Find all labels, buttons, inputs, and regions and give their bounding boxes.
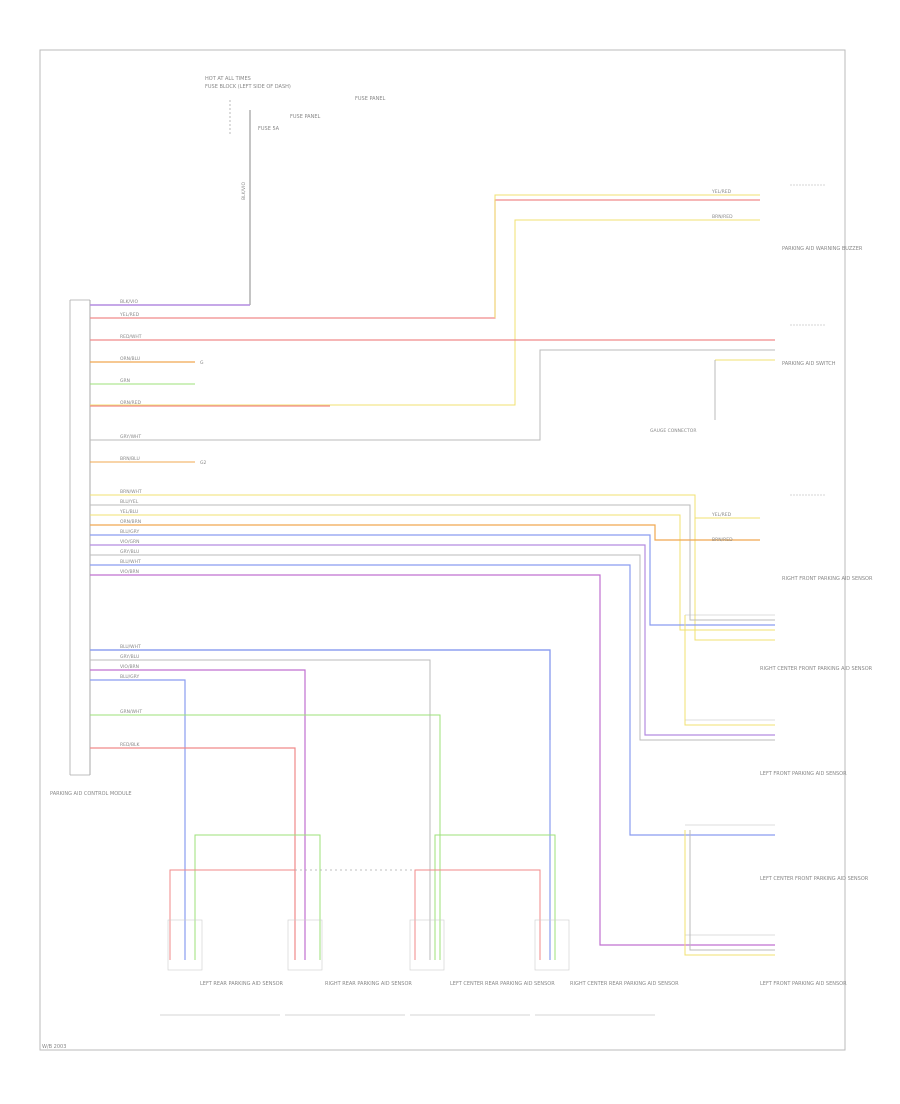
wire-front-1 xyxy=(90,494,775,641)
switch-label: PARKING AID SWITCH xyxy=(782,361,836,367)
warning-buzzer-label: PARKING AID WARNING BUZZER xyxy=(782,246,863,252)
wire-rear-green-loop xyxy=(194,834,321,960)
wire-rear-2 xyxy=(90,659,431,960)
front-right-sensor-wire-label-1: YEL/RED xyxy=(711,512,732,518)
fuse-panel-right-label: FUSE PANEL xyxy=(355,96,385,102)
rear-bus-label-5: GRN/WHT xyxy=(120,709,142,715)
fuse-block-label: FUSE BLOCK (LEFT SIDE OF DASH) xyxy=(205,84,291,90)
sensor-right-rear-connector xyxy=(287,919,323,971)
wire-green-short-label: GRN xyxy=(120,378,130,384)
front-bus-label-1: BRN/WHT xyxy=(120,489,142,495)
sensor-center-left-label: LEFT CENTER REAR PARKING AID SENSOR xyxy=(450,981,555,987)
wire-brown-buzzer xyxy=(90,219,760,406)
front-bus-label-4: ORN/BRN xyxy=(120,519,141,525)
wire-brown-short-label: BRN/BLU xyxy=(120,456,140,462)
front-bus-label-3: YEL/BLU xyxy=(119,509,138,515)
front-bus-label-5: BLU/GRY xyxy=(120,529,140,535)
wire-front-3 xyxy=(90,514,775,631)
gnd-g2-label: G2 xyxy=(200,460,206,466)
front-bus-label-6: VIO/GRN xyxy=(120,539,139,545)
fuse-panel-label: FUSE PANEL xyxy=(290,114,320,120)
front-bus-label-8: BLU/WHT xyxy=(120,559,141,565)
wire-red-switch-label: RED/WHT xyxy=(120,334,142,340)
wire-front-9 xyxy=(90,574,775,946)
wire-center-l-gray xyxy=(689,830,775,951)
rear-bus-label-6: RED/BLK xyxy=(120,742,141,748)
front-center-right-label: RIGHT CENTER FRONT PARKING AID SENSOR xyxy=(760,666,873,672)
buzzer-wire-label-2: BRN/RED xyxy=(712,214,733,220)
wire-rear-red-loop-2 xyxy=(414,869,541,960)
wire-center-l-yellow xyxy=(684,830,775,956)
sensor-center-right-label: RIGHT CENTER REAR PARKING AID SENSOR xyxy=(570,981,679,987)
rear-bus-label-1: BLU/WHT xyxy=(120,644,141,650)
power-feed-wire-label: BLK/VIO xyxy=(241,182,247,200)
gnd-g-label: G xyxy=(200,360,204,366)
front-bus-label-9: VIO/BRN xyxy=(120,569,139,575)
wire-front-6 xyxy=(90,544,775,736)
diagram-frame xyxy=(39,49,846,1051)
wire-front-2 xyxy=(90,504,775,621)
sensor-left-rear-connector xyxy=(167,919,203,971)
wire-gray-switch xyxy=(90,349,775,441)
wire-rear-3 xyxy=(90,669,306,960)
wire-center-r-yellow xyxy=(684,615,775,726)
front-center-left-label: LEFT CENTER FRONT PARKING AID SENSOR xyxy=(760,876,869,882)
rear-bus-label-3: VIO/BRN xyxy=(120,664,139,670)
wire-rear-4 xyxy=(90,679,186,960)
wire-rear-6 xyxy=(90,747,296,960)
rear-bus-label-2: GRY/BLU xyxy=(120,654,139,660)
front-bus-label-7: GRY/BLU xyxy=(120,549,139,555)
wire-front-7 xyxy=(90,554,775,741)
wire-pin1-label: BLK/VIO xyxy=(120,299,138,305)
front-right-sensor-label: RIGHT FRONT PARKING AID SENSOR xyxy=(782,576,873,582)
hot-at-all-times-label: HOT AT ALL TIMES xyxy=(205,76,251,82)
wire-pin2-yellow xyxy=(494,194,760,318)
sensor-center-left-connector xyxy=(409,919,445,971)
wire-rear-green-loop-2 xyxy=(434,834,556,960)
wire-front-8 xyxy=(90,564,775,836)
wire-rear-red-loop xyxy=(169,869,295,960)
wire-red-to-fuse-label: ORN/RED xyxy=(120,400,142,406)
sensor-right-rear-label: RIGHT REAR PARKING AID SENSOR xyxy=(325,981,412,987)
sensor-left-rear-label: LEFT REAR PARKING AID SENSOR xyxy=(200,981,284,987)
wire-front-5 xyxy=(90,534,775,626)
gauge-label: GAUGE CONNECTOR xyxy=(650,428,696,434)
wire-rear-5 xyxy=(90,714,441,960)
footer-label: W/B 2003 xyxy=(42,1044,66,1050)
wire-gray-switch-label: GRY/WHT xyxy=(120,434,141,440)
front-bus-label-2: BLU/YEL xyxy=(120,499,139,505)
wire-front-4 xyxy=(90,524,760,541)
sensor-center-right-connector xyxy=(534,919,570,971)
wire-pin2-red xyxy=(90,199,760,319)
front-right-sensor-wire-label-2: BRN/RED xyxy=(712,537,733,543)
module-label: PARKING AID CONTROL MODULE xyxy=(50,791,132,797)
front-sensor-bottom-label: LEFT FRONT PARKING AID SENSOR xyxy=(760,981,847,987)
wire-rear-1 xyxy=(90,649,551,960)
wire-orange-label: ORN/BLU xyxy=(120,356,140,362)
rear-bus-label-4: BLU/GRY xyxy=(120,674,140,680)
wire-blue-front-right-center xyxy=(90,649,551,740)
front-left-sensor-label: LEFT FRONT PARKING AID SENSOR xyxy=(760,771,847,777)
wire-pin2-label: YEL/RED xyxy=(119,312,140,318)
fuse-ref-label: FUSE 5A xyxy=(258,126,280,132)
buzzer-wire-label-1: YEL/RED xyxy=(711,189,732,195)
